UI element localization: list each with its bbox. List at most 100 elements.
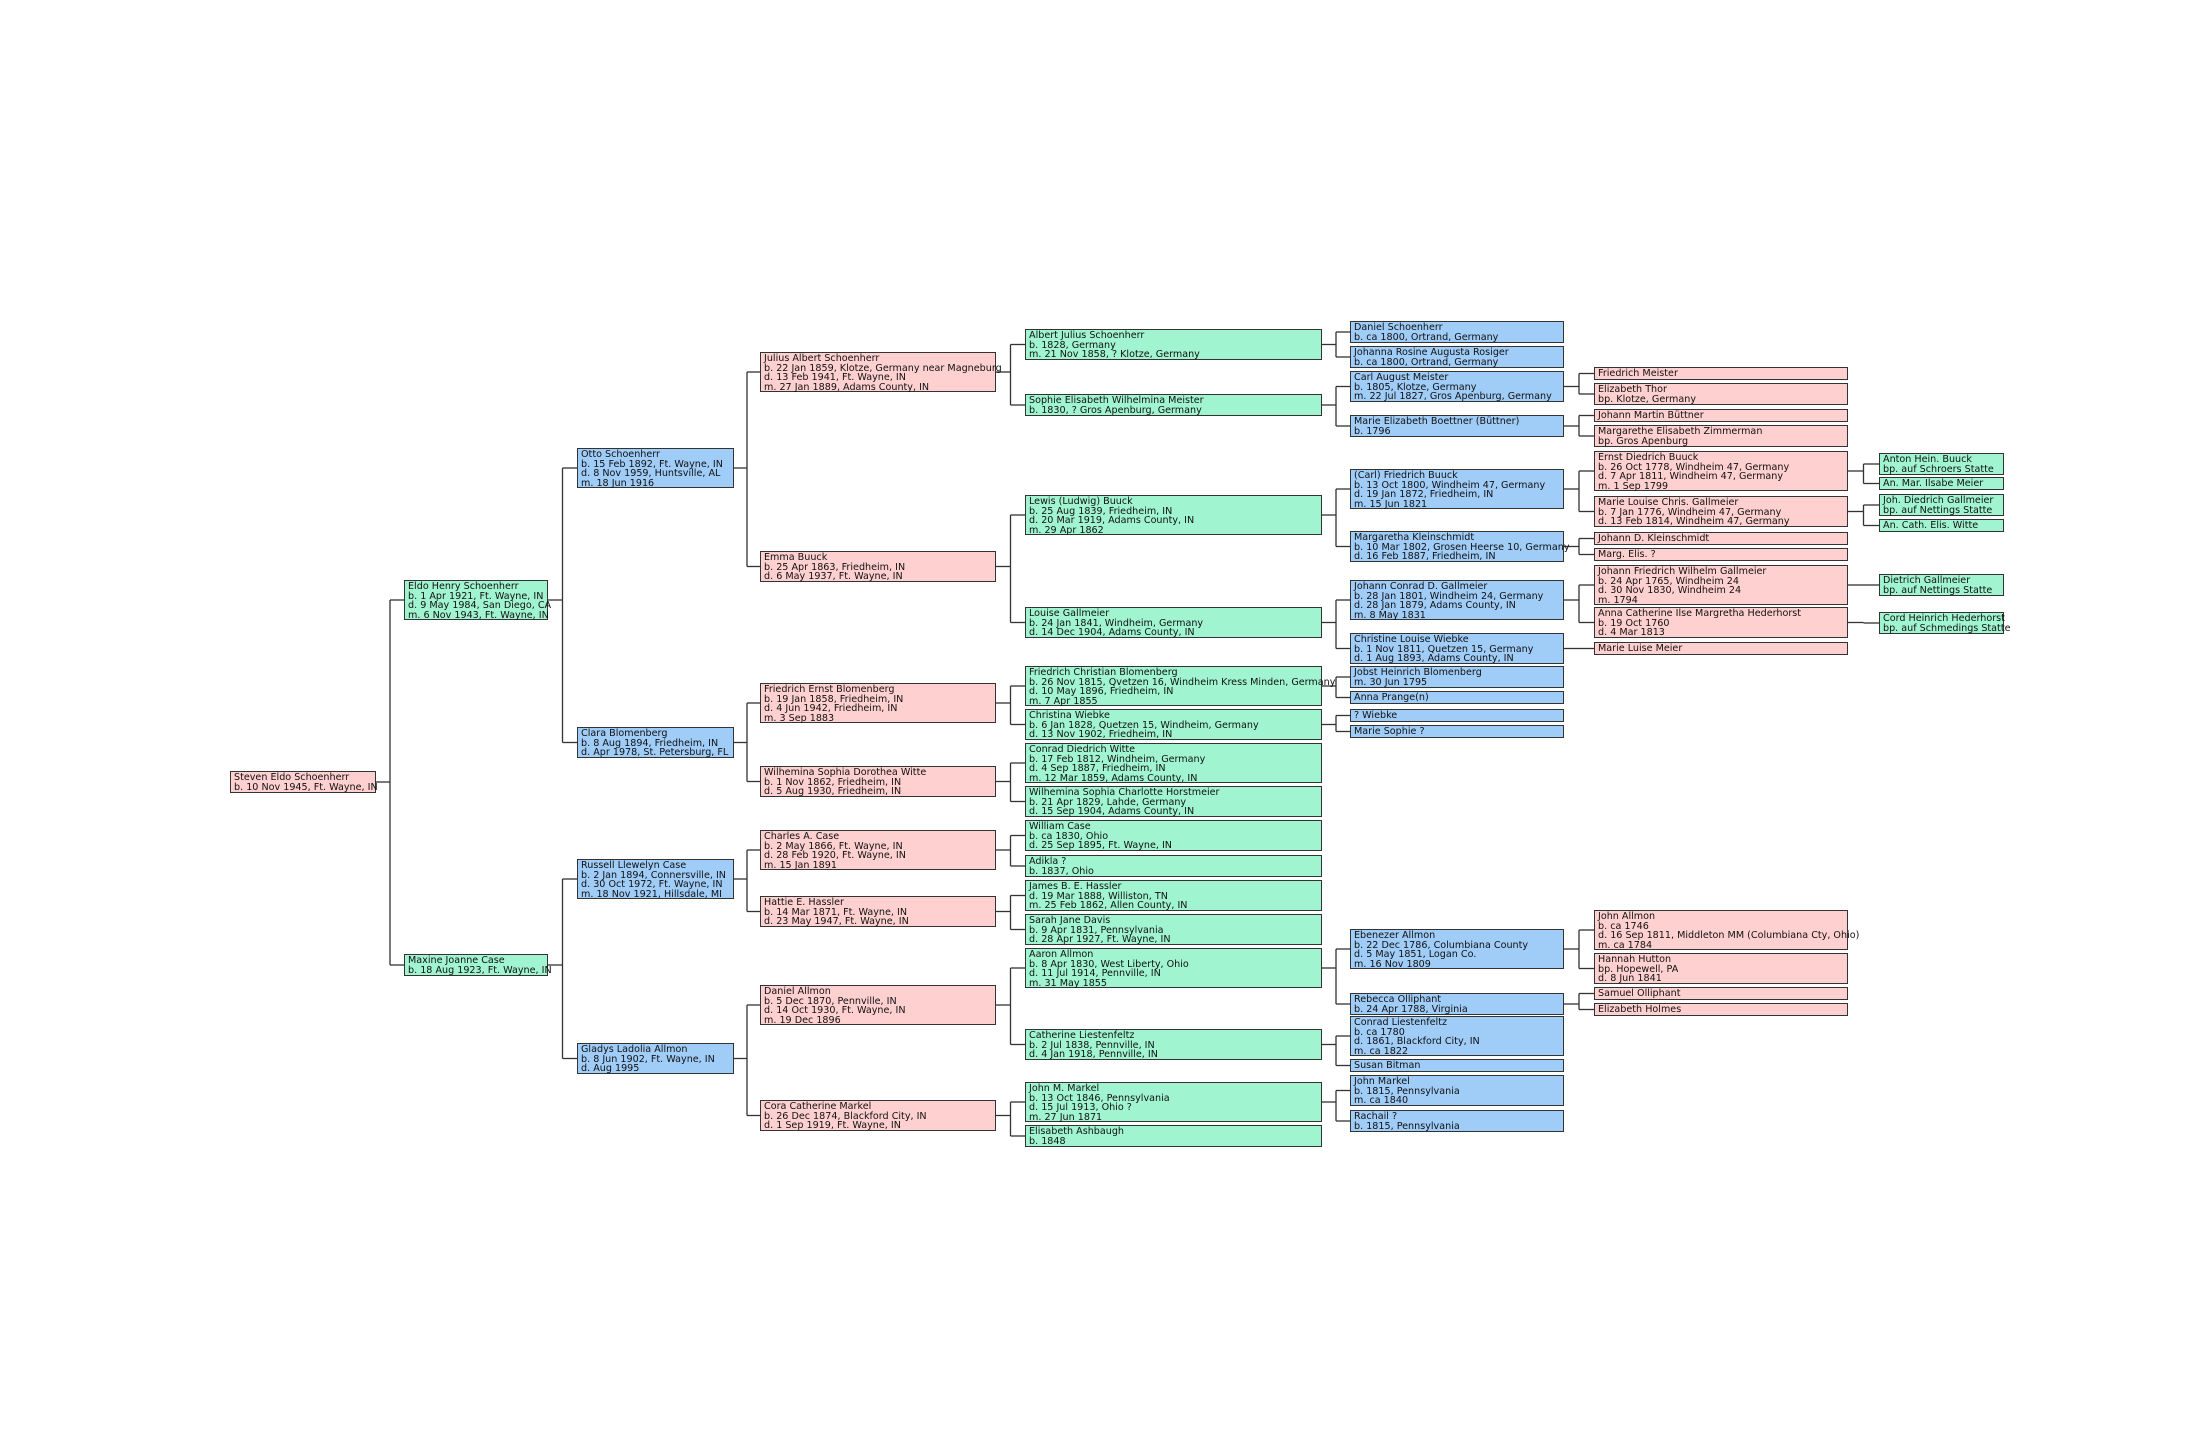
person-name: Sophie Elisabeth Wilhelmina Meister bbox=[1029, 395, 1204, 406]
person-box-p43[interactable]: Marie Sophie ? bbox=[1350, 725, 1564, 738]
person-name: Aaron Allmon bbox=[1029, 949, 1094, 960]
person-detail: m. 3 Sep 1883 bbox=[764, 712, 835, 724]
person-detail: m. 31 May 1855 bbox=[1029, 977, 1108, 989]
person-box-p74[interactable]: Johann D. Kleinschmidt bbox=[1594, 532, 1848, 545]
person-detail: b. 22 Jan 1859, Klotze, Germany near Mag… bbox=[764, 362, 1002, 374]
person-detail: d. 28 Apr 1927, Ft. Wayne, IN bbox=[1029, 934, 1171, 946]
person-box-p77[interactable]: Anna Catherine Ilse Margretha Hederhorst… bbox=[1594, 607, 1848, 638]
person-box-p147[interactable]: An. Cath. Elis. Witte bbox=[1879, 519, 2004, 532]
person-detail: b. 10 Mar 1802, Grosen Heerse 10, German… bbox=[1354, 541, 1570, 553]
person-name: Carl August Meister bbox=[1354, 372, 1449, 383]
person-box-p115[interactable]: Elizabeth Holmes bbox=[1594, 1003, 1848, 1016]
person-detail: b. ca 1746 bbox=[1598, 920, 1649, 932]
person-box-p79[interactable]: Marie Luise Meier bbox=[1594, 642, 1848, 655]
person-detail: m. 1794 bbox=[1598, 594, 1638, 606]
person-box-p114[interactable]: Samuel Olliphant bbox=[1594, 987, 1848, 1000]
person-name: Maxine Joanne Case bbox=[408, 955, 505, 966]
person-detail: b. 1 Nov 1862, Friedheim, IN bbox=[764, 776, 902, 788]
person-name: Margarethe Elisabeth Zimmerman bbox=[1598, 426, 1763, 437]
person-detail: d. 8 Jun 1841 bbox=[1598, 973, 1662, 985]
person-box-p75[interactable]: Marg. Elis. ? bbox=[1594, 548, 1848, 561]
person-box-p145[interactable]: An. Mar. Ilsabe Meier bbox=[1879, 477, 2004, 490]
person-name: Cord Heinrich Hederhorst bbox=[1883, 613, 2005, 624]
person-detail: b. 1848 bbox=[1029, 1135, 1066, 1147]
person-name: An. Mar. Ilsabe Meier bbox=[1883, 478, 1984, 489]
person-name: Marie Luise Meier bbox=[1598, 643, 1683, 654]
person-box-p35[interactable]: Marie Elizabeth Boettner (Büttner)b. 179… bbox=[1350, 415, 1564, 437]
person-detail: b. 26 Dec 1874, Blackford City, IN bbox=[764, 1110, 927, 1122]
person-name: Clara Blomenberg bbox=[581, 728, 668, 739]
person-detail: d. 11 Jul 1914, Pennville, IN bbox=[1029, 968, 1161, 980]
person-detail: b. 25 Aug 1839, Friedheim, IN bbox=[1029, 505, 1173, 517]
person-box-p41[interactable]: Anna Prange(n) bbox=[1350, 691, 1564, 704]
person-detail: m. 15 Jan 1891 bbox=[764, 859, 837, 871]
person-box-p25[interactable]: Adikla ?b. 1837, Ohio bbox=[1025, 855, 1322, 877]
person-name: Marie Sophie ? bbox=[1354, 726, 1425, 737]
person-box-p42[interactable]: ? Wiebke bbox=[1350, 709, 1564, 722]
person-box-p59[interactable]: Susan Bitman bbox=[1350, 1059, 1564, 1072]
person-name: Hannah Hutton bbox=[1598, 954, 1672, 965]
person-box-p61[interactable]: Rachail ?b. 1815, Pennsylvania bbox=[1350, 1110, 1564, 1132]
person-detail: d. 15 Jul 1913, Ohio ? bbox=[1029, 1102, 1132, 1114]
person-box-p68[interactable]: Friedrich Meister bbox=[1594, 367, 1848, 380]
person-detail: b. 2 May 1866, Ft. Wayne, IN bbox=[764, 840, 903, 852]
person-box-p70[interactable]: Johann Martin Büttner bbox=[1594, 409, 1848, 422]
person-name: Julius Albert Schoenherr bbox=[764, 353, 880, 364]
person-name: Johann Martin Büttner bbox=[1598, 410, 1704, 421]
person-detail: d. 13 Feb 1814, Windheim 47, Germany bbox=[1598, 516, 1790, 528]
